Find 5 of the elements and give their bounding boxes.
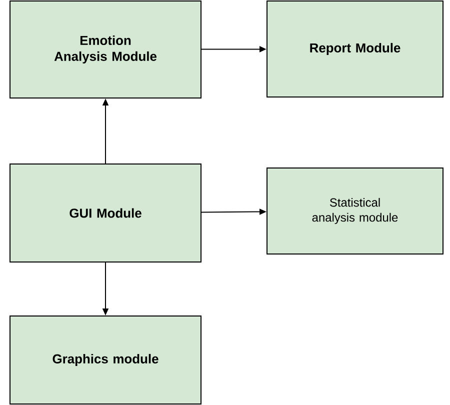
module-box: Graphics module [10, 316, 202, 404]
module-box: Statistical analysis module [266, 168, 444, 254]
module-box: Report Module [266, 0, 444, 98]
module-box: GUI Module [10, 164, 202, 262]
module-box: Emotion Analysis Module [10, 0, 202, 98]
